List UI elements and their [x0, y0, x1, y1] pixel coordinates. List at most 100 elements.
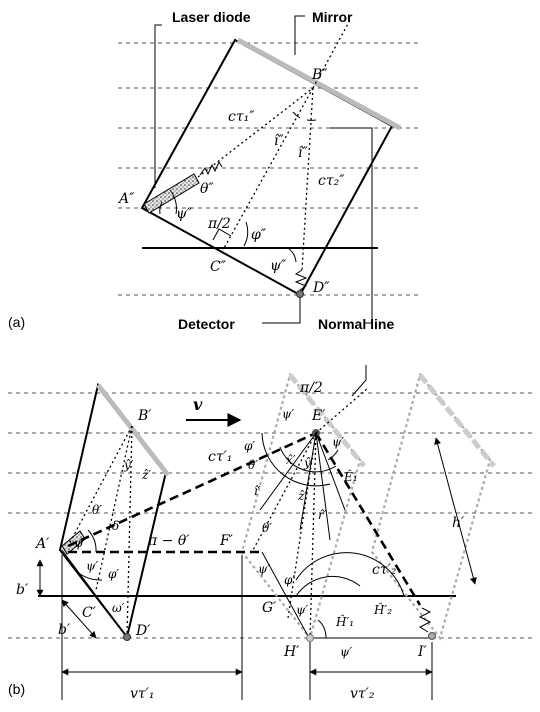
normal-line-label: Normal line	[318, 316, 394, 332]
point-b-label: B″	[311, 67, 328, 83]
laser-callout-line	[154, 24, 162, 188]
device-box-b-moved-2	[370, 372, 492, 641]
point-g-b-label: G′	[262, 600, 277, 616]
detector-dot-b	[428, 632, 436, 640]
laser-diode-a	[143, 173, 200, 214]
arc-psi-a	[159, 201, 163, 215]
h2-label: Ĥ′₂	[373, 602, 392, 617]
psi-label-c: ψ″	[270, 258, 287, 274]
psi-g-label: ψ′	[296, 603, 308, 617]
arc-psi-h	[317, 619, 327, 639]
ray-b-left-1	[67, 425, 133, 547]
ray-a-to-b	[197, 87, 314, 178]
arc-h2	[295, 552, 405, 597]
pi-minus-theta-label: π − θ′	[147, 533, 190, 549]
panel-a: Laser diode Mirror Detector Normal line …	[8, 9, 420, 332]
b-dimension-2	[61, 599, 97, 639]
panel-a-tag: (a)	[8, 314, 25, 330]
right-angle-a	[212, 228, 232, 241]
ray-e-to-h	[309, 432, 317, 639]
ray-e-normal-up	[315, 387, 369, 434]
line-g-to-h	[261, 551, 309, 637]
panel-b-tag: (b)	[8, 681, 25, 697]
ray-e-to-z	[299, 432, 317, 531]
ray-e-to-x	[259, 432, 317, 511]
mirror-b-initial	[96, 383, 170, 477]
z-hat-label: ẑ′	[297, 489, 307, 503]
psi-label-a: ψ″	[176, 206, 193, 222]
ray-e-to-r	[315, 432, 331, 541]
arc-theta-e	[279, 446, 337, 473]
arc-phi-a	[243, 221, 249, 247]
point-a-b-label: A′	[34, 536, 50, 552]
ray-b-left-2	[126, 425, 133, 638]
omega-b-label: ω′	[112, 601, 125, 615]
i2-label-a: î″	[298, 145, 308, 161]
detector-dot-h	[306, 634, 314, 642]
arc-phi-e	[261, 432, 331, 487]
psi-a2-b-label: ψ′	[86, 559, 98, 573]
phi-e-label: φ′	[244, 439, 255, 453]
r-hat-label: r̂′	[318, 508, 327, 522]
detector-label: Detector	[178, 316, 235, 332]
y-hat-b-label: ŷ′	[123, 458, 134, 472]
arc-theta-a	[169, 189, 177, 215]
ct2-label-b: cτ′₂	[372, 562, 397, 578]
psi-h-label: ψ′	[340, 645, 352, 659]
psi-e1-label: ψ′	[282, 407, 294, 421]
h-dimension	[434, 437, 477, 585]
panel-b: (b) A′ B′ C′ D′ E′ F′ G′ H′ I′ v π/2 cτ′…	[8, 365, 535, 702]
vt1-label: vτ′₁	[130, 686, 154, 702]
point-e-b-label: E′	[311, 408, 326, 424]
ct1-label-b: cτ′₁	[208, 449, 232, 465]
theta-f-label: θ′	[262, 521, 272, 535]
device-box-a	[140, 38, 394, 297]
point-h-b-label: H′	[283, 644, 300, 660]
arc-theta-a-b	[87, 529, 97, 553]
normal-callout-b	[351, 365, 367, 397]
arc-e1	[327, 449, 339, 461]
detector-dot-d	[123, 633, 131, 641]
point-c-label: C″	[210, 259, 227, 275]
ray-b-to-d	[301, 87, 314, 271]
phi-label-a: φ″	[251, 227, 267, 243]
device-box-b-moved-1	[240, 372, 362, 641]
point-a-label: A″	[117, 191, 135, 207]
phi-a-b-label: φ′	[108, 567, 119, 581]
psi-f-label: ψ′	[258, 562, 270, 576]
spring-d	[294, 269, 308, 291]
point-d-b-label: D′	[135, 623, 151, 639]
psi-a1-b-label: ψ′	[74, 536, 86, 550]
psi-e2-label: ψ′	[332, 435, 344, 449]
b1-label: b′	[16, 582, 29, 598]
normal-b-to-c	[222, 87, 314, 251]
i1-label-a: î″	[274, 133, 284, 149]
i-e-label: î′	[254, 484, 261, 498]
x-hat-label: x̂′	[286, 453, 296, 467]
mirror-a	[236, 37, 402, 131]
y-hat-label: ŷ′	[303, 456, 314, 470]
pi2-label-b: π/2	[299, 380, 323, 396]
line-a-to-c	[61, 549, 128, 638]
ray-a-to-e	[67, 431, 317, 548]
velocity-label: v	[193, 395, 203, 414]
ct2-label-a: cτ₂″	[318, 173, 345, 189]
arc-psi-c	[287, 247, 297, 263]
spring-a	[199, 160, 223, 176]
point-i-b-label: I′	[417, 644, 428, 660]
pi2-label-a: π/2	[207, 216, 231, 232]
laser-diode-label: Laser diode	[172, 9, 251, 25]
h-label: h′	[452, 515, 465, 531]
normal-callout-line	[330, 127, 373, 324]
point-b-b-label: B′	[137, 408, 152, 424]
arc-h1	[295, 575, 361, 597]
mirror-b-moved-1	[288, 373, 366, 468]
point-f-b-label: F′	[219, 533, 234, 549]
theta-e-label: θ′	[248, 458, 258, 472]
z-hat-b-label: ẑ′	[141, 468, 151, 482]
phi-f-label: φ′	[284, 573, 295, 587]
arc-phi-a-b	[79, 573, 103, 581]
arc-i-left	[292, 111, 301, 119]
b2-label: b′	[58, 622, 71, 638]
